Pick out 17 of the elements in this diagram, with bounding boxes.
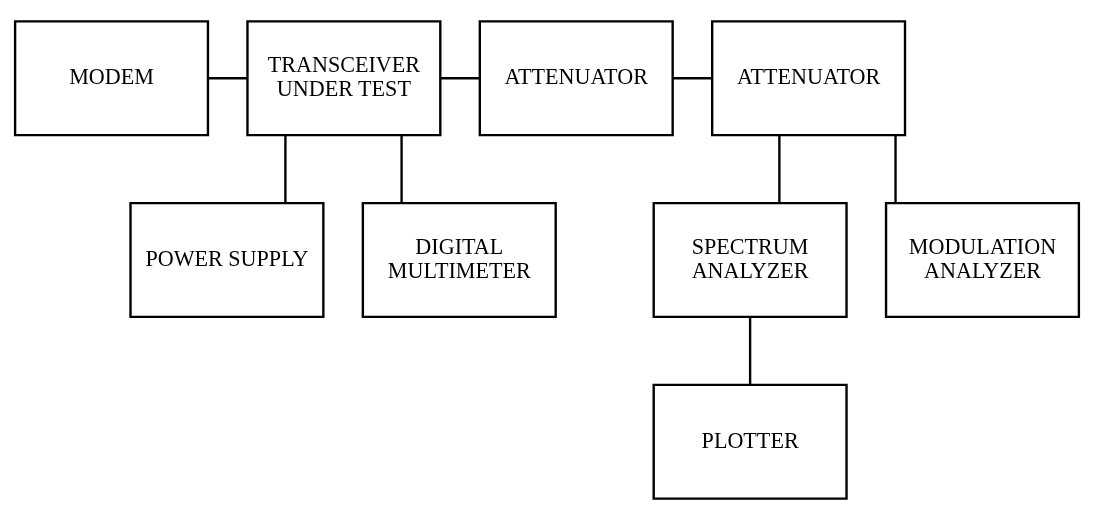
connector [440,76,480,79]
node-box: PLOTTER [652,383,848,500]
connector [208,76,248,79]
node-box: SPECTRUM ANALYZER [652,201,848,318]
connector [748,316,752,384]
connector [284,134,287,203]
node-box: ATTENUATOR [711,19,907,136]
node-box: MODULATION ANALYZER [884,201,1081,318]
connector [400,134,403,203]
connector [778,134,781,203]
node-box: TRANSCEIVER UNDER TEST [246,19,442,136]
node-box: ATTENUATOR [478,19,674,136]
connector [894,134,897,203]
node-box: MODEM [13,19,210,136]
node-box: POWER SUPPLY [129,201,325,318]
connector [672,76,712,79]
node-box: DIGITAL MULTIMETER [361,201,557,318]
